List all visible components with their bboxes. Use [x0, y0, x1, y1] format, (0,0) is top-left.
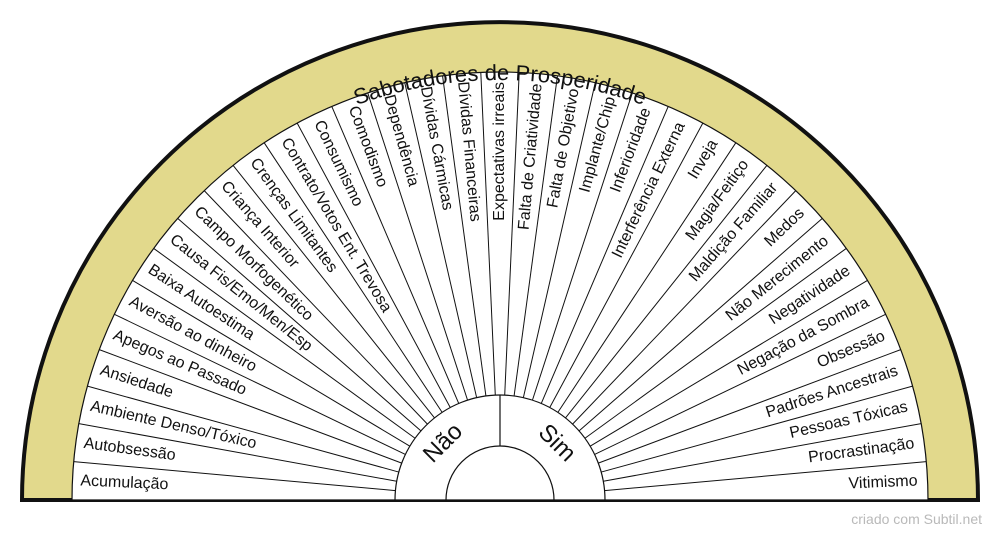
- sector-divider: [604, 461, 927, 492]
- sector-divider: [78, 423, 397, 482]
- sector-divider: [598, 349, 901, 464]
- sector-divider: [513, 75, 558, 397]
- sector-dividers: [73, 72, 927, 492]
- credit-text: criado com Subtil.net: [851, 511, 982, 527]
- sector-divider: [331, 106, 460, 404]
- sector-divider: [232, 165, 435, 419]
- sector-divider: [480, 72, 496, 396]
- sector-divider: [153, 248, 416, 439]
- sector-divider: [601, 385, 913, 473]
- sector-divider: [584, 248, 847, 439]
- sector-divider: [203, 190, 428, 425]
- sector-divider: [263, 142, 443, 413]
- sector-divider: [114, 313, 406, 455]
- sector-divider: [522, 82, 596, 398]
- sector-divider: [557, 142, 737, 413]
- sector-divider: [73, 461, 396, 492]
- sector-divider: [594, 313, 886, 455]
- sector-divider: [99, 349, 402, 464]
- sector-divider: [603, 423, 922, 482]
- sector-ring: [71, 71, 929, 501]
- sector-divider: [132, 280, 411, 447]
- sector-divider: [540, 106, 669, 404]
- sector-label: Vitimismo: [848, 472, 918, 492]
- sector-divider: [504, 72, 520, 396]
- sector-divider: [177, 218, 422, 432]
- sector-label: Expectativas irreais: [491, 82, 508, 221]
- sector-divider: [404, 82, 478, 398]
- sector-divider: [572, 190, 797, 425]
- sector-divider: [87, 385, 399, 473]
- sector-divider: [578, 218, 823, 432]
- center-hole: [445, 445, 555, 501]
- sector-divider: [589, 280, 868, 447]
- sector-divider: [531, 92, 633, 401]
- sector-divider: [296, 122, 451, 408]
- sector-divider: [549, 122, 704, 408]
- sector-label: Acumulação: [80, 472, 169, 493]
- sector-divider: [367, 92, 469, 401]
- sector-divider: [565, 165, 768, 419]
- sector-divider: [442, 75, 487, 397]
